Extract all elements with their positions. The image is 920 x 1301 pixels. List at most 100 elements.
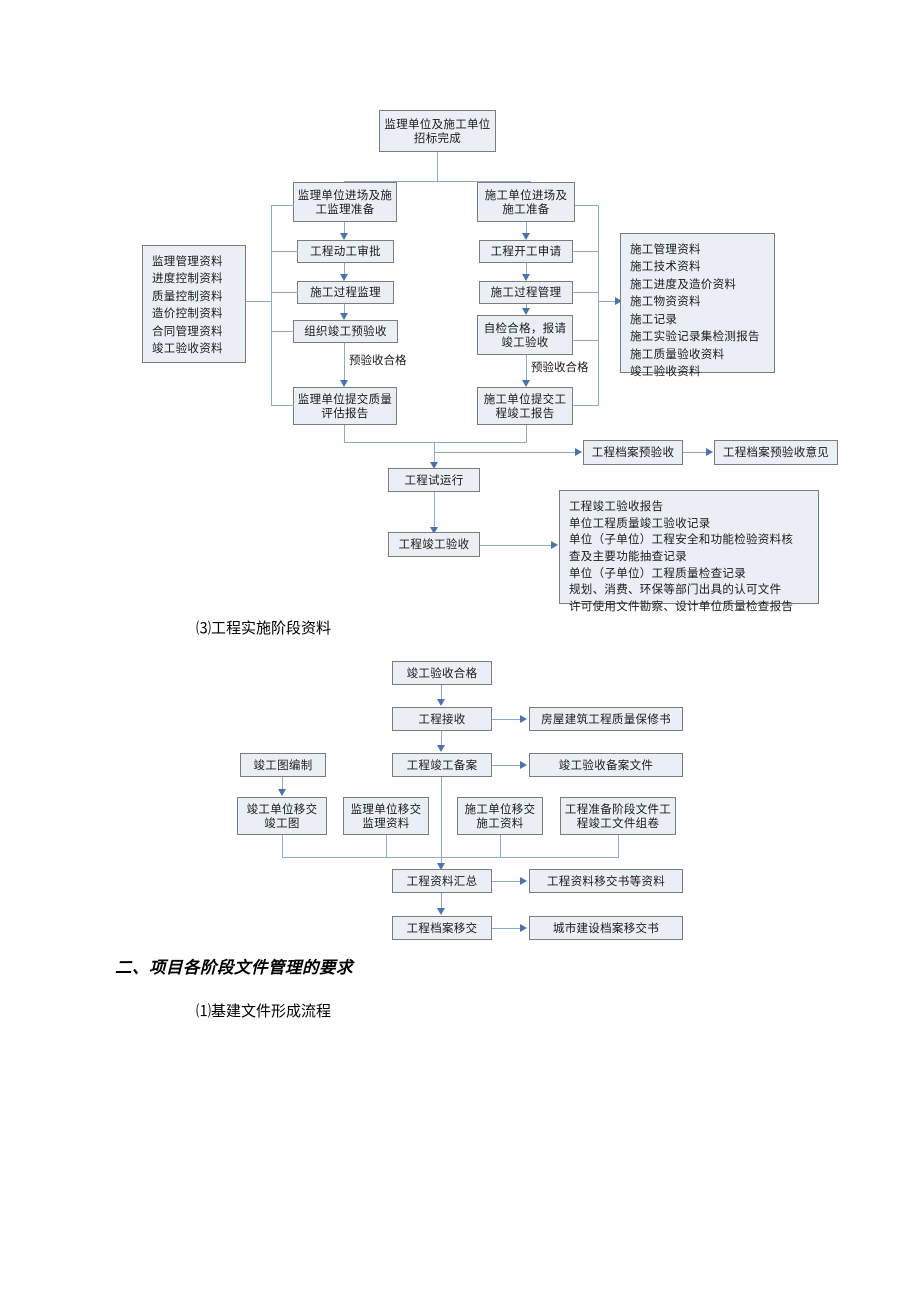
connector-s3-o3 (492, 765, 521, 767)
connector-s1-s2 (441, 685, 443, 699)
connector-right-tap-3 (573, 340, 599, 342)
connector-t1-down (282, 835, 284, 858)
arrow-left-1-to-2 (340, 274, 348, 281)
connector-right-tap-1 (573, 251, 599, 253)
arrow-s5-o5 (520, 924, 527, 932)
final-list-item: 规划、消费、环保等部门出具的认可文件 (569, 582, 782, 597)
left-list-item: 质量控制资料 (152, 288, 223, 303)
paragraph-implementation-stage: ⑶工程实施阶段资料 (196, 619, 332, 637)
connector-right-bus-out (598, 301, 616, 303)
arrow-s3-o3 (520, 761, 527, 769)
diagram-construction-implementation: 监理单位及施工单位招标完成 监理单位进场及施工监理准备 工程动工审批 施工过程监… (0, 0, 920, 615)
connector-archive-pre-to-opinion (683, 452, 707, 454)
final-list-item: 查及主要功能抽查记录 (569, 549, 687, 564)
node-right-2[interactable]: 施工过程管理 (479, 281, 573, 304)
arrow-s1-s2 (437, 699, 445, 706)
node-left-4[interactable]: 监理单位提交质量评估报告 (293, 387, 397, 425)
node-right-document-list[interactable]: 施工管理资料 施工技术资料 施工进度及造价资料 施工物资资料 施工记录 施工实验… (620, 233, 775, 378)
node-as-built-drawing-prep[interactable]: 竣工图编制 (240, 753, 326, 777)
arrow-to-right-list (615, 297, 622, 305)
node-transfer-certificate-docs[interactable]: 工程资料移交书等资料 (529, 869, 683, 893)
connector-right-tap-4 (573, 405, 599, 407)
node-right-1[interactable]: 工程开工申请 (479, 240, 573, 263)
connector-right-entry-to-1 (526, 222, 528, 233)
arrow-to-final-list (551, 541, 558, 549)
connector-left-tap-4 (271, 405, 294, 407)
node-left-document-list[interactable]: 监理管理资料 进度控制资料 质量控制资料 造价控制资料 合同管理资料 竣工验收资… (142, 245, 246, 363)
node-archive-pre-acceptance[interactable]: 工程档案预验收 (583, 440, 683, 465)
final-list-item: 许可使用文件勘察、设计单位质量检查报告 (569, 599, 794, 614)
node-archive-opinion[interactable]: 工程档案预验收意见 (714, 440, 838, 465)
arrow-right-1-to-2 (522, 274, 530, 281)
arrow-asbuilt-down (278, 789, 286, 796)
node-final-acceptance[interactable]: 工程竣工验收 (388, 532, 480, 557)
arrow-left-3-to-4 (340, 380, 348, 387)
arrow-to-archive-pre (575, 448, 582, 456)
connector-right-2-to-3 (526, 304, 528, 308)
connector-left-bus-out (243, 301, 272, 303)
node-right-entry[interactable]: 施工单位进场及施工准备 (477, 182, 575, 222)
final-list-item: 单位（子单位）工程安全和功能检验资料核 (569, 532, 794, 547)
node-project-handover[interactable]: 工程接收 (392, 707, 492, 731)
connector-right-1-to-2 (526, 263, 528, 274)
node-transfer-as-built[interactable]: 竣工单位移交竣工图 (237, 797, 327, 835)
node-start[interactable]: 监理单位及施工单位招标完成 (379, 110, 496, 152)
label-right-pre-pass: 预验收合格 (531, 360, 589, 374)
connector-final-to-list (480, 545, 552, 547)
node-left-1[interactable]: 工程动工审批 (297, 240, 394, 263)
node-trial-run[interactable]: 工程试运行 (388, 468, 480, 492)
connector-right4-down (526, 425, 528, 443)
right-list-item: 施工物资资料 (630, 294, 701, 309)
node-archive-transfer[interactable]: 工程档案移交 (392, 916, 492, 940)
connector-left-tap-entry (271, 205, 294, 207)
final-list-item: 工程竣工验收报告 (569, 499, 664, 513)
connector-left-2-to-3 (344, 304, 346, 313)
connector-s4-s5 (441, 893, 443, 908)
connector-trial-to-final (434, 492, 436, 527)
node-transfer-construction[interactable]: 施工单位移交施工资料 (457, 797, 543, 835)
node-data-summary[interactable]: 工程资料汇总 (392, 869, 492, 893)
arrow-to-archive-opinion (706, 448, 713, 456)
arrow-left-2-to-3 (340, 313, 348, 320)
connector-s2-o2 (492, 719, 521, 721)
connector-t4-down (618, 835, 620, 858)
diagram-capital-construction-file-flow: 竣工验收合格 工程接收 房屋建筑工程质量保修书 工程竣工备案 竣工验收备案文件 … (0, 650, 920, 940)
node-left-entry[interactable]: 监理单位进场及施工监理准备 (293, 182, 397, 222)
arrow-to-trial-run (430, 462, 438, 469)
section-heading-file-management: 二、项目各阶段文件管理的要求 (115, 958, 353, 977)
arrow-s4-s5 (437, 908, 445, 915)
node-acceptance-passed[interactable]: 竣工验收合格 (392, 661, 492, 685)
connector-right-tap-entry (575, 205, 599, 207)
connector-left-1-to-2 (344, 263, 346, 274)
arrow-s2-o2 (520, 715, 527, 723)
arrow-right-2-to-3 (522, 308, 530, 315)
connector-left-3-to-4 (344, 343, 346, 380)
connector-left-tap-1 (271, 251, 298, 253)
node-filing-documents[interactable]: 竣工验收备案文件 (529, 753, 683, 777)
connector-right-tap-2 (573, 292, 599, 294)
right-list-item: 施工实验记录集检测报告 (630, 329, 760, 344)
connector-to-archive-pre (434, 452, 576, 454)
arrow-right-3-to-4 (522, 380, 530, 387)
node-left-3[interactable]: 组织竣工预验收 (293, 320, 398, 343)
node-final-document-list[interactable]: 工程竣工验收报告 单位工程质量竣工验收记录 单位（子单位）工程安全和功能检验资料… (559, 490, 819, 613)
node-warranty-certificate[interactable]: 房屋建筑工程质量保修书 (529, 707, 683, 731)
arrow-s4-o4 (520, 877, 527, 885)
arrow-to-final-accept (430, 527, 438, 534)
connector-transfer-bus (282, 857, 619, 859)
node-city-archive-transfer-certificate[interactable]: 城市建设档案移交书 (529, 916, 683, 940)
connector-t3-down (500, 835, 502, 858)
connector-start-stem (437, 152, 439, 182)
right-list-item: 施工记录 (630, 311, 678, 326)
right-list-item: 施工管理资料 (630, 242, 701, 256)
node-preparation-and-completion-files[interactable]: 工程准备阶段文件工程竣工文件组卷 (560, 797, 676, 835)
node-right-3[interactable]: 自检合格，报请竣工验收 (477, 315, 573, 355)
node-completion-filing[interactable]: 工程竣工备案 (392, 753, 492, 777)
node-right-4[interactable]: 施工单位提交工程竣工报告 (477, 387, 573, 425)
node-transfer-supervision[interactable]: 监理单位移交监理资料 (343, 797, 429, 835)
final-list-item: 单位（子单位）工程质量检查记录 (569, 565, 746, 580)
connector-merge-stem (434, 442, 436, 466)
node-left-2[interactable]: 施工过程监理 (297, 281, 394, 304)
paragraph-capital-construction-flow: ⑴基建文件形成流程 (196, 1002, 332, 1020)
